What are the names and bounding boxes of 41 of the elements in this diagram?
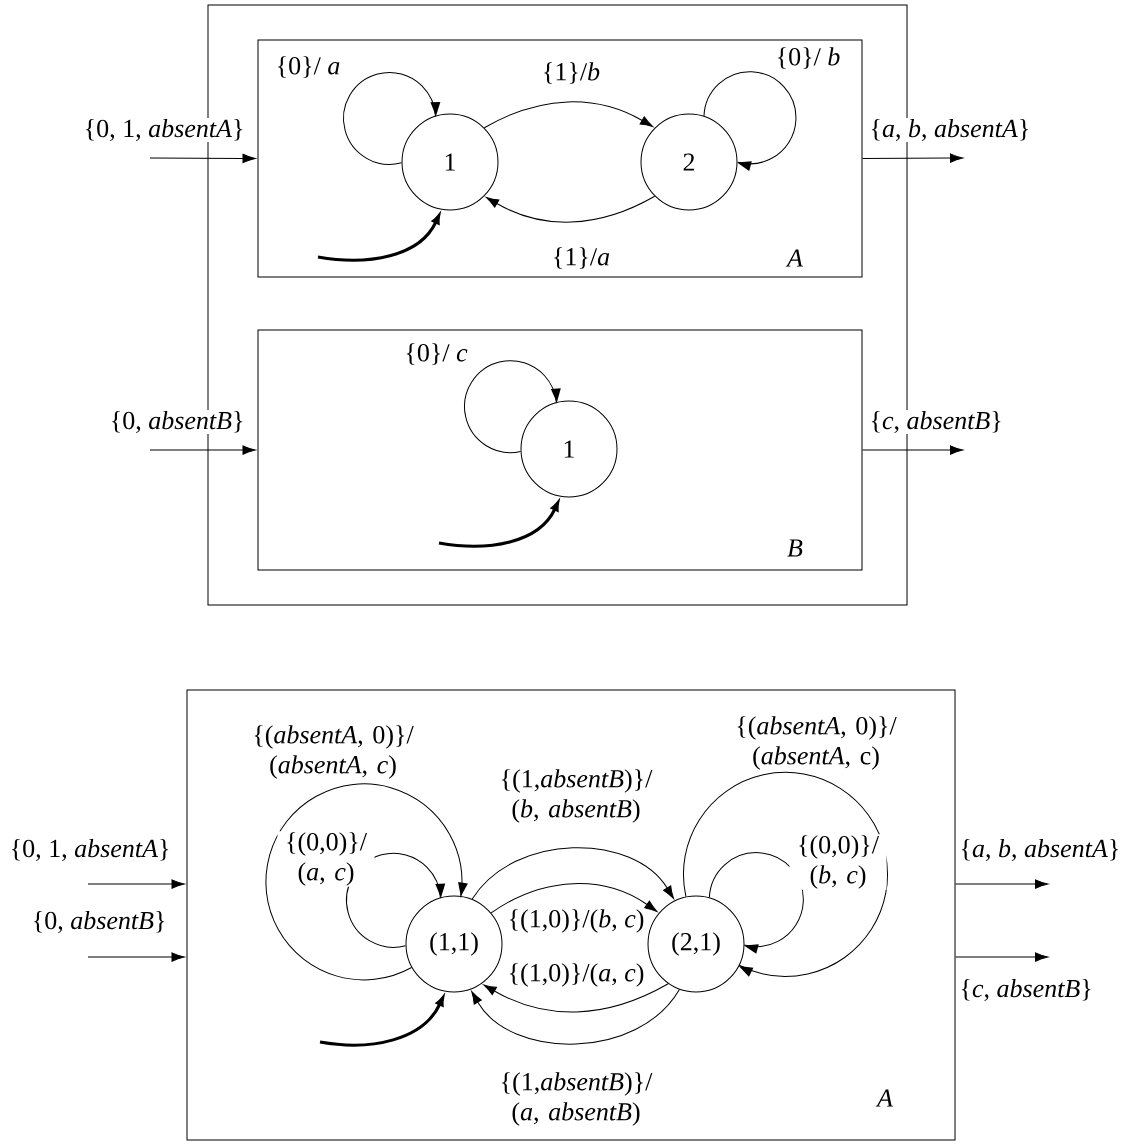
- edge-label: {(absentA, 0)}/ (absentA, c): [239, 724, 427, 780]
- edge-label: {1}/a: [550, 246, 612, 270]
- signal-arrow: [862, 153, 964, 163]
- signal-arrow: [955, 952, 1049, 962]
- self-loop-arrow: [265, 783, 468, 981]
- edge-label: {(absentA, 0)}/ (absentA, c): [722, 715, 910, 771]
- self-loop-arrow: [703, 71, 797, 171]
- transition-arrow: [471, 989, 680, 1045]
- signal-arrow: [87, 879, 185, 889]
- edge-label: {c, absentB}: [958, 978, 1094, 1003]
- edge-label: {(0,0)}/ (b, c): [789, 834, 887, 890]
- signal-arrow: [149, 445, 256, 455]
- edge-label: {c, absentB}: [868, 410, 1004, 435]
- edge-label: {0, absentB}: [30, 910, 168, 935]
- signal-arrow: [149, 153, 256, 164]
- edge-label: {(0,0)}/ (a, c): [277, 831, 375, 887]
- edge-label: {0, 1, absentA}: [82, 118, 246, 142]
- edge-label: {0}/ c: [403, 342, 469, 366]
- edge-label: {(1,absentB)}/ (b, absentB): [490, 768, 662, 824]
- edge-label: {0, 1, absentA}: [8, 838, 172, 863]
- edge-label: {0, absentB}: [108, 410, 246, 435]
- signal-arrow: [955, 879, 1049, 889]
- self-loop-arrow: [464, 360, 561, 454]
- signal-arrow: [862, 445, 964, 455]
- transition-arrow: [471, 847, 675, 900]
- transition-arrow: [483, 101, 654, 129]
- transition-arrow: [483, 983, 669, 1013]
- edge-label: {(1,0)}/(b, c): [506, 908, 646, 934]
- self-loop-arrow: [708, 852, 804, 954]
- self-loop-arrow: [343, 71, 441, 165]
- edge-label: {1}/b: [540, 61, 602, 85]
- transition-arrow: [490, 883, 658, 914]
- transition-arrow: [485, 195, 656, 223]
- edge-label: {(1,absentB)}/ (a, absentB): [490, 1071, 662, 1127]
- edge-label: {a, b, absentA}: [868, 118, 1032, 142]
- edge-label: {0}/ b: [774, 46, 842, 70]
- edge-label: {(1,0)}/(a, c): [506, 962, 646, 988]
- self-loop-arrow: [683, 772, 888, 977]
- edge-label: {a, b, absentA}: [958, 838, 1122, 863]
- signal-arrow: [87, 952, 185, 962]
- edge-label: {0}/ a: [274, 55, 342, 79]
